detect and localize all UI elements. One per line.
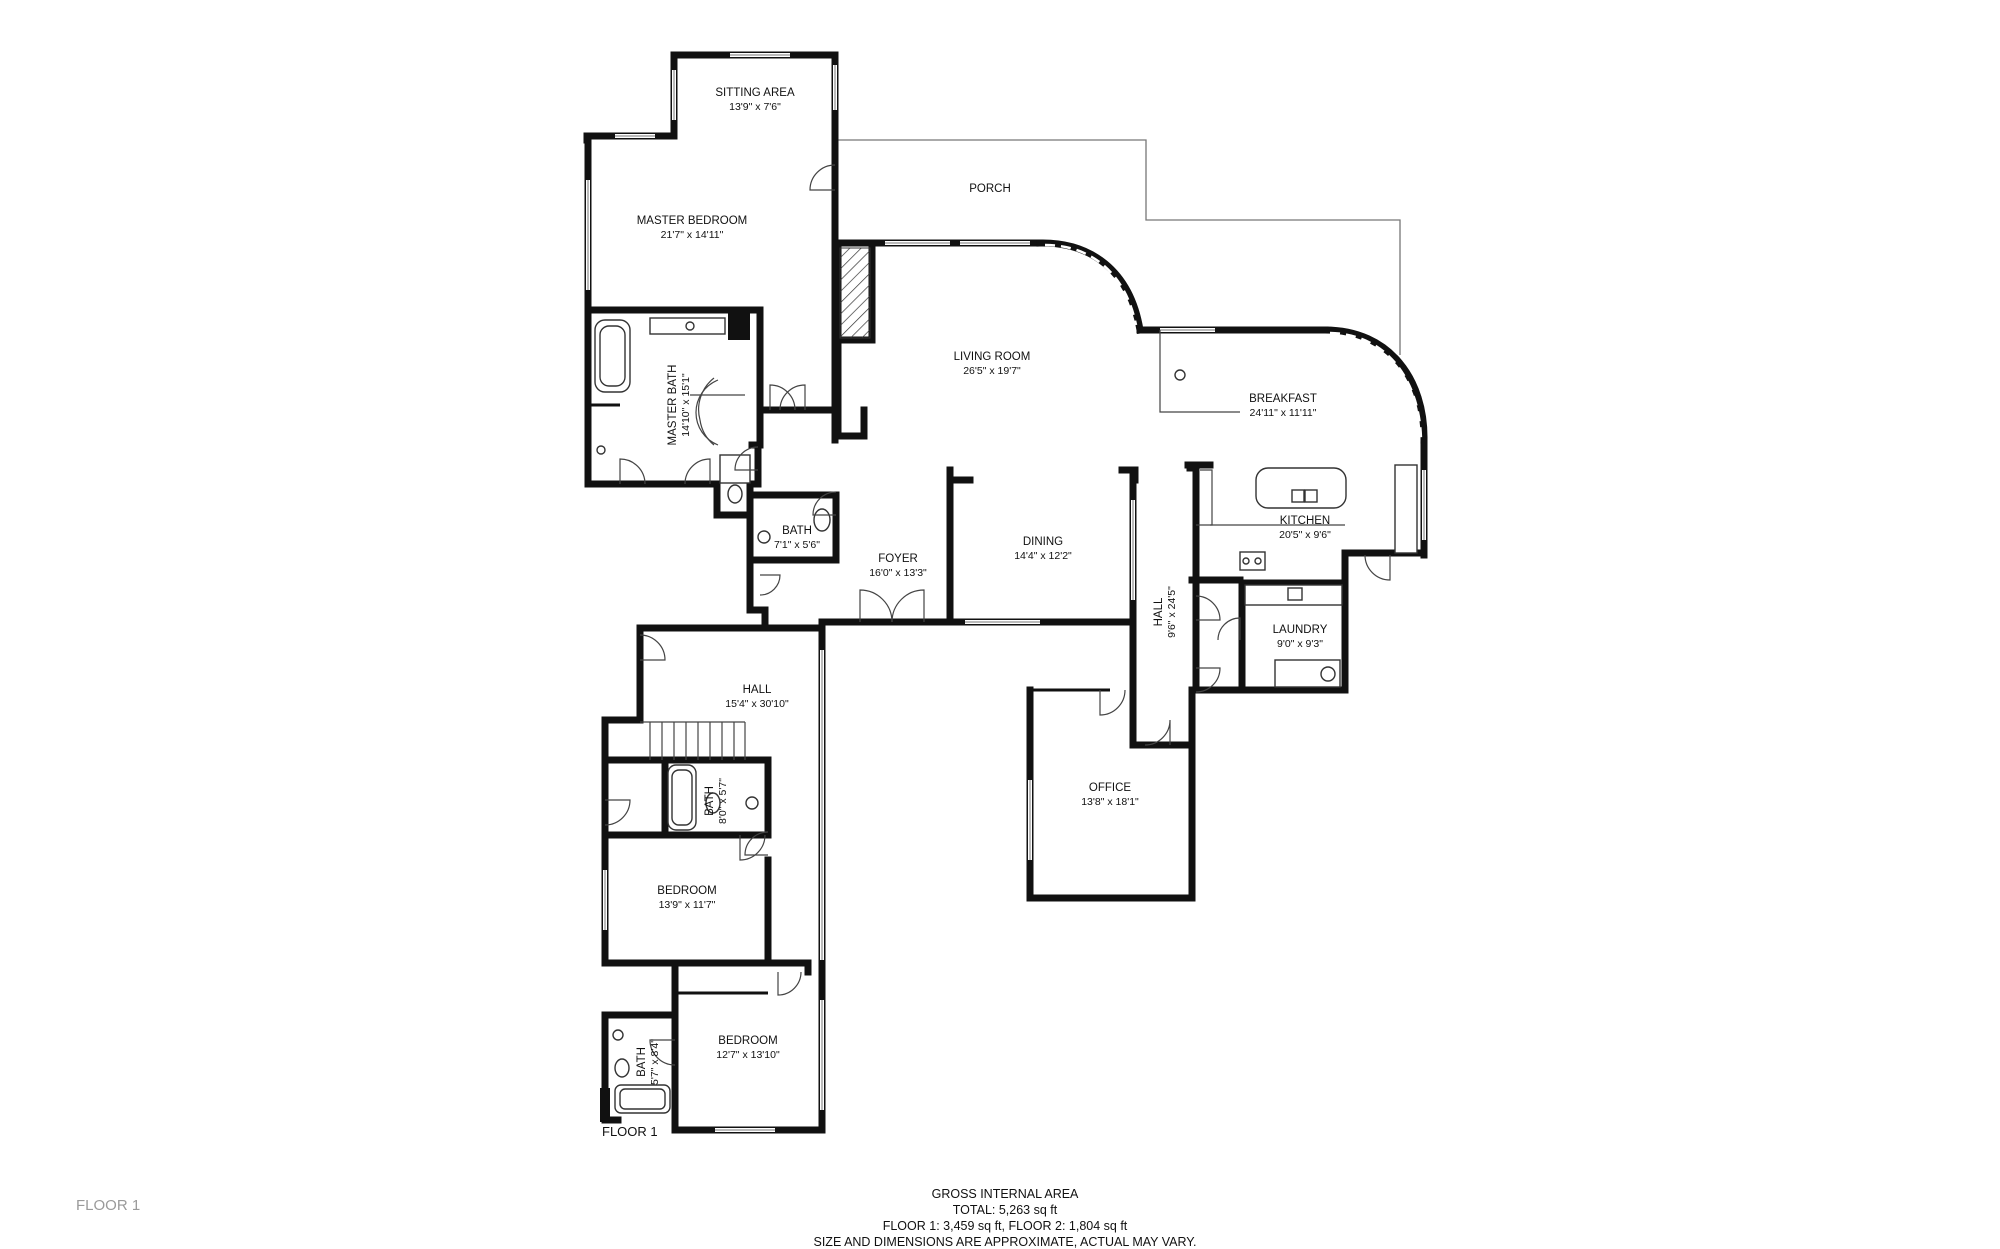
- room-dims-bedroom-1: 13'9" x 11'7": [659, 899, 716, 911]
- room-dims-office: 13'8" x 18'1": [1081, 796, 1139, 808]
- room-dims-kitchen: 20'5" x 9'6": [1279, 529, 1331, 541]
- room-dims-bath-2: 8'0" x 5'7": [717, 778, 729, 824]
- room-name-bath-1: BATH: [782, 525, 812, 537]
- room-dims-master-bath: 14'10" x 15'1": [680, 373, 692, 437]
- room-name-foyer: FOYER: [878, 553, 918, 565]
- area-summary: GROSS INTERNAL AREA TOTAL: 5,263 sq ft F…: [814, 1187, 1197, 1249]
- room-name-master-bath: MASTER BATH: [667, 365, 679, 446]
- room-dims-dining: 14'4" x 12'2": [1014, 550, 1072, 562]
- plan-floor-label: FLOOR 1: [602, 1124, 658, 1139]
- summary-floors: FLOOR 1: 3,459 sq ft, FLOOR 2: 1,804 sq …: [883, 1219, 1128, 1233]
- room-dims-laundry: 9'0" x 9'3": [1277, 638, 1323, 650]
- room-dims-hall-east: 9'6" x 24'5": [1166, 586, 1178, 638]
- room-dims-living: 26'5" x 19'7": [963, 365, 1021, 377]
- room-name-living: LIVING ROOM: [954, 351, 1031, 363]
- room-dims-bath-3: 5'7" x 8'4": [649, 1039, 661, 1085]
- room-name-kitchen: KITCHEN: [1280, 515, 1330, 527]
- room-name-porch: PORCH: [969, 183, 1011, 195]
- corner-floor-label: FLOOR 1: [76, 1197, 140, 1214]
- room-name-sitting: SITTING AREA: [715, 87, 795, 99]
- room-name-bedroom-1: BEDROOM: [657, 885, 716, 897]
- stairs: [640, 721, 746, 760]
- room-dims-bedroom-2: 12'7" x 13'10": [716, 1049, 780, 1061]
- room-name-hall-east: HALL: [1153, 597, 1165, 626]
- room-dims-sitting: 13'9" x 7'6": [729, 101, 781, 113]
- summary-total: TOTAL: 5,263 sq ft: [953, 1203, 1058, 1217]
- room-dims-hall-west: 15'4" x 30'10": [725, 698, 789, 710]
- summary-title: GROSS INTERNAL AREA: [932, 1187, 1079, 1201]
- fireplace: [839, 247, 871, 339]
- summary-disclaimer: SIZE AND DIMENSIONS ARE APPROXIMATE, ACT…: [814, 1235, 1197, 1249]
- room-name-bedroom-2: BEDROOM: [718, 1035, 777, 1047]
- curved-window-marks: [1044, 243, 1423, 441]
- room-dims-breakfast: 24'11" x 11'11": [1250, 407, 1317, 419]
- room-name-bath-3: BATH: [636, 1047, 648, 1077]
- room-dims-foyer: 16'0" x 13'3": [869, 567, 927, 579]
- room-name-master-bedroom: MASTER BEDROOM: [637, 215, 748, 227]
- windows: [586, 53, 1426, 1132]
- room-name-hall-west: HALL: [743, 684, 772, 696]
- room-name-laundry: LAUNDRY: [1273, 624, 1328, 636]
- room-dims-bath-1: 7'1" x 5'6": [774, 539, 820, 551]
- room-name-dining: DINING: [1023, 536, 1063, 548]
- doors: [604, 164, 1391, 1066]
- room-name-breakfast: BREAKFAST: [1249, 393, 1317, 405]
- room-labels: SITTING AREA 13'9" x 7'6" PORCH MASTER B…: [636, 87, 1331, 1085]
- room-dims-master-bedroom: 21'7" x 14'11": [661, 229, 724, 241]
- room-name-office: OFFICE: [1089, 782, 1131, 794]
- room-name-bath-2: BATH: [704, 786, 716, 816]
- porch-outline: [838, 139, 1401, 355]
